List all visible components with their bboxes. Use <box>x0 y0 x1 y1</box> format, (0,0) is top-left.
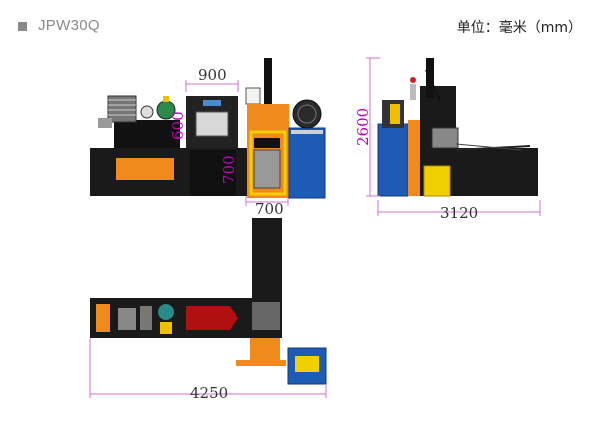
top-motor-1 <box>118 308 136 330</box>
indicator-box <box>245 87 261 105</box>
top-view <box>90 218 327 385</box>
top-bale-chamber <box>186 306 238 330</box>
tower-yellow-frame <box>249 130 287 196</box>
top-wire-coil <box>295 356 319 372</box>
wire-reel-icon <box>292 99 322 129</box>
dim-front-chute-width: 700 <box>255 200 284 218</box>
side-yellow-plate <box>423 165 451 197</box>
top-dimensions: 4250 <box>89 338 327 402</box>
top-press-head <box>252 302 280 330</box>
front-blue-cabinet <box>288 127 326 199</box>
front-view <box>90 58 326 199</box>
warning-lamp-icon <box>410 77 416 83</box>
dim-top-total-length: 4250 <box>190 384 228 402</box>
top-orange-platform <box>250 338 280 362</box>
top-feed-conveyor <box>252 218 282 298</box>
side-motor <box>431 127 459 149</box>
top-pump-icon <box>158 304 174 320</box>
oil-filter <box>163 96 169 102</box>
top-orange-block <box>96 304 110 332</box>
front-feed-box <box>190 150 236 196</box>
display-panel <box>203 100 221 106</box>
dim-side-height: 2600 <box>354 108 372 146</box>
side-view <box>377 58 538 197</box>
reel-inner <box>297 104 317 124</box>
dim-front-panel-height: 600 <box>169 111 187 140</box>
dim-front-top-width: 900 <box>198 66 227 84</box>
hydraulic-unit <box>114 120 180 148</box>
dim-side-length: 3120 <box>440 204 478 222</box>
side-wire-coil <box>390 104 400 124</box>
model-title: JPW30Q <box>38 17 100 34</box>
control-screen <box>195 111 229 137</box>
dim-front-chute-height: 700 <box>220 155 238 184</box>
header: JPW30Q 单位：毫米（mm） <box>0 0 600 40</box>
side-limit-switch <box>410 84 416 100</box>
valve-block <box>98 118 112 128</box>
top-motor-2 <box>140 306 152 330</box>
side-blue-cabinet <box>377 123 409 197</box>
top-filter <box>160 322 172 334</box>
front-orange-panel <box>116 158 174 180</box>
pressure-gauge-icon <box>140 105 154 119</box>
front-dimensions: 900 700 600 700 <box>169 66 289 218</box>
side-press-body <box>456 148 538 196</box>
cabinet-top-strip <box>291 130 323 134</box>
title-bullet-icon <box>18 22 27 31</box>
unit-label: 单位：毫米（mm） <box>456 20 582 36</box>
chute-slot <box>254 138 280 148</box>
top-orange-base <box>236 360 286 366</box>
tower-top-orange <box>247 104 289 128</box>
front-column <box>264 58 272 104</box>
chute-door <box>253 149 281 189</box>
side-orange-column <box>408 120 420 196</box>
side-dimensions: 2600 3120 <box>354 57 541 222</box>
